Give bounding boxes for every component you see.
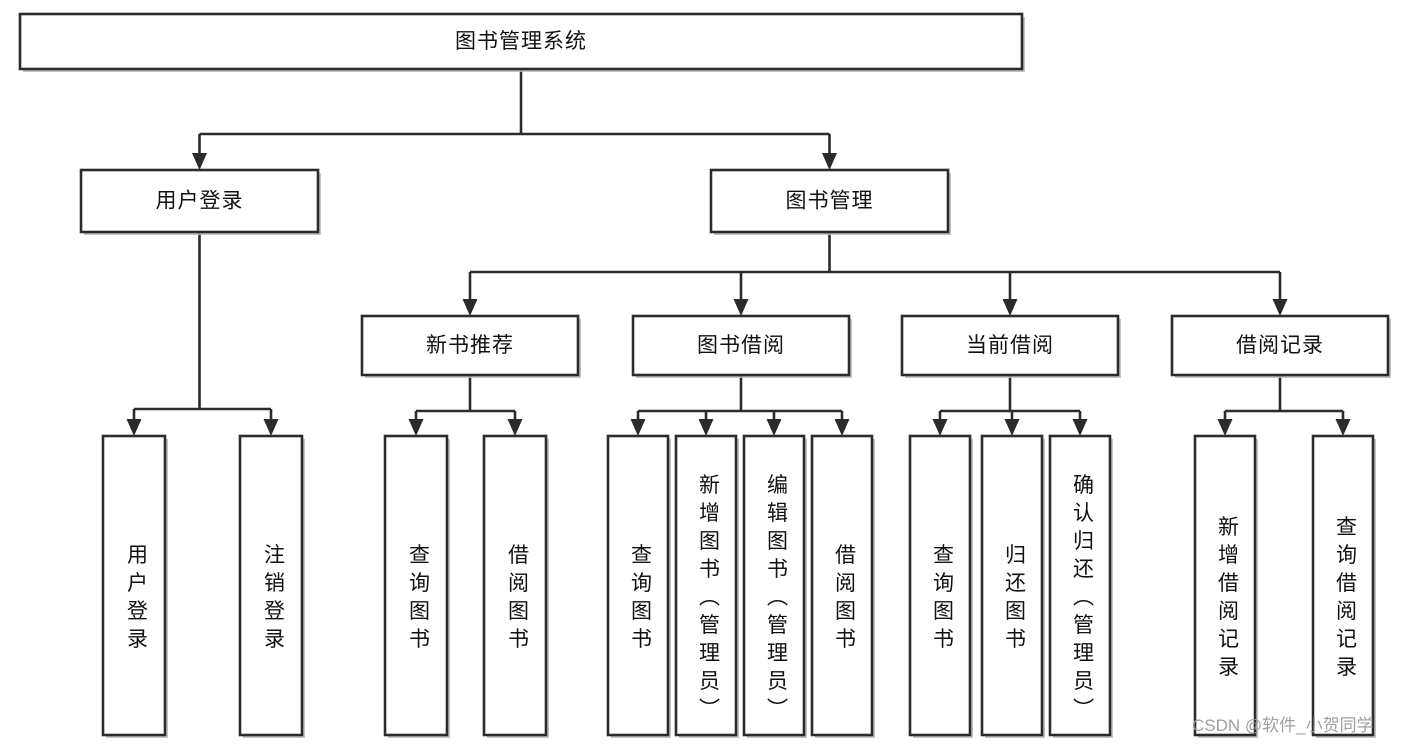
node-label: 新增图书（管理员） bbox=[696, 474, 720, 726]
node-label: 查询图书 bbox=[406, 544, 430, 656]
arrow-head bbox=[408, 419, 424, 436]
node-查询图书[interactable]: 查询图书 bbox=[908, 434, 973, 738]
node-借阅记录[interactable]: 借阅记录 bbox=[1170, 314, 1391, 378]
node-border bbox=[1048, 434, 1112, 737]
node-新增图书管理员[interactable]: 新增图书（管理员） bbox=[674, 434, 739, 738]
node-用户登录[interactable]: 用户登录 bbox=[79, 168, 321, 235]
node-label: 归还图书 bbox=[1002, 544, 1026, 656]
node-border bbox=[79, 168, 320, 234]
node-图书借阅[interactable]: 图书借阅 bbox=[631, 314, 852, 378]
node-border bbox=[908, 434, 972, 737]
arrow-head bbox=[733, 299, 749, 316]
node-label: 图书管理系统 bbox=[455, 30, 587, 53]
node-border bbox=[742, 434, 806, 737]
nodes-layer: 图书管理系统用户登录图书管理新书推荐图书借阅当前借阅借阅记录用户登录注销登录查询… bbox=[18, 12, 1391, 738]
connector-group bbox=[408, 375, 523, 436]
node-label: 图书管理 bbox=[786, 190, 874, 213]
node-border bbox=[709, 168, 950, 234]
node-label: 查询借阅记录 bbox=[1333, 516, 1357, 684]
node-当前借阅[interactable]: 当前借阅 bbox=[900, 314, 1121, 378]
arrow-head bbox=[1272, 299, 1288, 316]
connector-group bbox=[1217, 375, 1351, 436]
node-border bbox=[606, 434, 670, 737]
node-border bbox=[238, 434, 304, 737]
arrow-head bbox=[932, 419, 948, 436]
node-label: 当前借阅 bbox=[966, 334, 1054, 357]
connector-group bbox=[932, 375, 1088, 436]
node-注销登录[interactable]: 注销登录 bbox=[238, 434, 305, 738]
node-确认归还管理员[interactable]: 确认归还（管理员） bbox=[1048, 434, 1113, 738]
node-查询图书[interactable]: 查询图书 bbox=[606, 434, 671, 738]
node-label: 借阅记录 bbox=[1236, 334, 1324, 357]
arrow-head bbox=[1217, 419, 1233, 436]
node-border bbox=[383, 434, 449, 737]
node-label: 查询图书 bbox=[930, 544, 954, 656]
arrow-head bbox=[834, 419, 850, 436]
arrow-head bbox=[698, 419, 714, 436]
arrow-head bbox=[1072, 419, 1088, 436]
arrow-head bbox=[126, 419, 142, 436]
node-查询借阅记录[interactable]: 查询借阅记录 bbox=[1311, 434, 1376, 738]
node-label: 借阅图书 bbox=[505, 544, 529, 656]
arrow-head bbox=[263, 419, 279, 436]
node-label: 用户登录 bbox=[156, 190, 244, 213]
node-border bbox=[980, 434, 1044, 737]
node-border bbox=[360, 314, 580, 377]
node-border bbox=[482, 434, 548, 737]
node-border bbox=[674, 434, 738, 737]
node-label: 借阅图书 bbox=[832, 544, 856, 656]
node-border bbox=[101, 434, 167, 737]
arrow-head bbox=[766, 419, 782, 436]
node-归还图书[interactable]: 归还图书 bbox=[980, 434, 1045, 738]
node-label: 注销登录 bbox=[261, 544, 285, 656]
connector-group bbox=[192, 69, 837, 170]
node-新书推荐[interactable]: 新书推荐 bbox=[360, 314, 581, 378]
node-border bbox=[810, 434, 874, 737]
connector-group bbox=[630, 375, 850, 436]
watermark-layer: CSDN @软件_小贺同学 bbox=[1192, 716, 1374, 735]
node-label: 用户登录 bbox=[124, 544, 148, 656]
connector-group bbox=[462, 232, 1288, 316]
node-用户登录[interactable]: 用户登录 bbox=[101, 434, 168, 738]
node-查询图书[interactable]: 查询图书 bbox=[383, 434, 450, 738]
node-label: 新增借阅记录 bbox=[1215, 516, 1239, 684]
node-border bbox=[1170, 314, 1390, 377]
node-label: 新书推荐 bbox=[426, 334, 514, 357]
arrow-head bbox=[507, 419, 523, 436]
arrow-head bbox=[630, 419, 646, 436]
node-借阅图书[interactable]: 借阅图书 bbox=[482, 434, 549, 738]
connector-group bbox=[126, 232, 279, 436]
arrow-head bbox=[462, 299, 478, 316]
arrow-head bbox=[1004, 419, 1020, 436]
node-border bbox=[900, 314, 1120, 377]
node-border bbox=[1311, 434, 1375, 737]
node-label: 图书借阅 bbox=[697, 334, 785, 357]
arrow-head bbox=[822, 153, 837, 170]
node-图书管理[interactable]: 图书管理 bbox=[709, 168, 951, 235]
node-label: 确认归还（管理员） bbox=[1070, 474, 1094, 726]
node-编辑图书管理员[interactable]: 编辑图书（管理员） bbox=[742, 434, 807, 738]
arrow-head bbox=[192, 153, 207, 170]
node-新增借阅记录[interactable]: 新增借阅记录 bbox=[1193, 434, 1258, 738]
node-label: 查询图书 bbox=[628, 544, 652, 656]
node-border bbox=[631, 314, 851, 377]
connectors-layer bbox=[126, 69, 1351, 436]
node-图书管理系统[interactable]: 图书管理系统 bbox=[18, 12, 1025, 72]
node-border bbox=[18, 12, 1024, 71]
arrow-head bbox=[1002, 299, 1018, 316]
csdn-watermark: CSDN @软件_小贺同学 bbox=[1192, 716, 1374, 735]
node-借阅图书[interactable]: 借阅图书 bbox=[810, 434, 875, 738]
arrow-head bbox=[1335, 419, 1351, 436]
node-label: 编辑图书（管理员） bbox=[764, 474, 788, 726]
node-border bbox=[1193, 434, 1257, 737]
